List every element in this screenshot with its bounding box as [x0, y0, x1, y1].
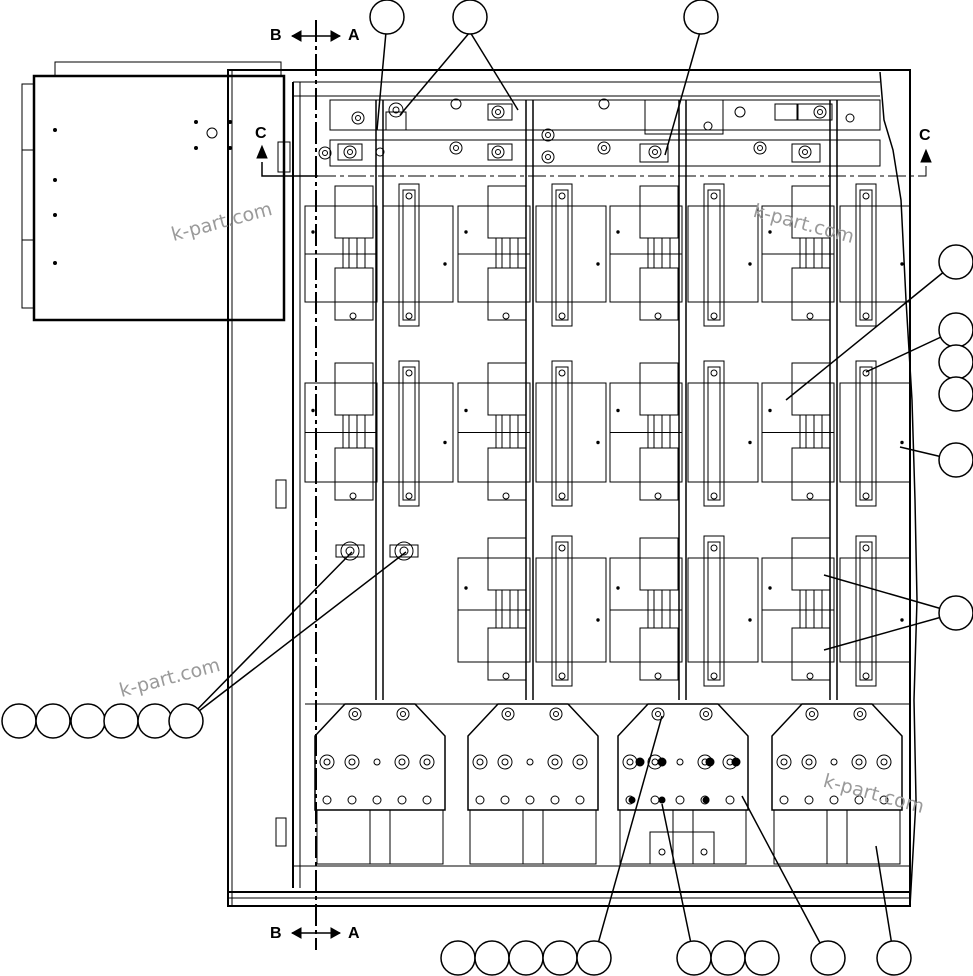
leader-line: [185, 551, 353, 722]
heat-sink-module: [761, 360, 911, 507]
heat-sink-module: [761, 183, 911, 327]
section-label-a-top: A: [348, 27, 360, 44]
side-fittings: [335, 541, 715, 865]
callout-balloon: [474, 940, 510, 976]
leader-line: [593, 715, 663, 959]
callout-balloon: [744, 940, 780, 976]
section-label-c-right: C: [919, 127, 931, 144]
leader-line: [823, 612, 957, 651]
section-label-a-bottom: A: [348, 925, 360, 942]
fuse-bolt: [628, 796, 636, 804]
callout-balloon: [676, 940, 712, 976]
section-label-b-top: B: [270, 27, 282, 44]
thyristor-module-grid: [304, 183, 911, 687]
callout-balloon: [440, 940, 476, 976]
leader-line: [469, 31, 519, 111]
fuse-plate: [314, 703, 446, 865]
callout-balloon: [938, 312, 973, 348]
callout-balloon: [168, 703, 204, 739]
fuse-plate: [467, 703, 599, 865]
leader-line: [741, 795, 829, 959]
callout-balloon: [938, 595, 973, 631]
fuse-plate: [617, 703, 749, 865]
callout-balloon: [452, 0, 488, 35]
heat-sink-module: [609, 360, 759, 507]
leader-line: [399, 31, 471, 116]
heat-sink-module: [609, 183, 759, 327]
leader-line: [823, 574, 957, 614]
heat-sink-module: [457, 360, 607, 507]
section-label-c-left: C: [255, 125, 267, 142]
callout-balloon: [938, 244, 973, 280]
bottom-fuse-plates: [305, 703, 910, 865]
section-line-ab: [290, 20, 342, 950]
callout-balloon: [70, 703, 106, 739]
fuse-bolt: [657, 757, 667, 767]
callout-balloon: [137, 703, 173, 739]
callout-balloon: [876, 940, 912, 976]
section-line-c: [256, 144, 932, 177]
vertical-busbars: [375, 100, 838, 700]
heat-sink-module: [304, 360, 454, 507]
section-label-b-bottom: B: [270, 925, 282, 942]
top-busbar: [318, 98, 881, 167]
heat-sink-module: [457, 535, 607, 687]
callout-balloon: [35, 703, 71, 739]
heat-sink-module: [457, 183, 607, 327]
leader-line: [376, 31, 387, 131]
callout-balloon: [938, 344, 973, 380]
callout-balloon: [710, 940, 746, 976]
callout-balloon: [1, 703, 37, 739]
leader-line: [185, 551, 407, 722]
heat-sink-module: [304, 183, 454, 327]
callout-balloon: [369, 0, 405, 35]
callout-balloon: [938, 376, 973, 412]
callout-balloon: [810, 940, 846, 976]
callout-balloon: [938, 442, 973, 478]
control-box: [21, 61, 291, 892]
fuse-bolt: [658, 796, 666, 804]
heat-sink-module: [761, 535, 911, 687]
heat-sink-module: [609, 535, 759, 687]
callout-balloon: [683, 0, 719, 35]
callout-balloon: [508, 940, 544, 976]
leader-line: [661, 803, 695, 959]
callout-balloon: [103, 703, 139, 739]
leader-line: [785, 261, 957, 401]
fuse-bolt: [705, 757, 715, 767]
fuse-bolt: [635, 757, 645, 767]
leader-line: [664, 31, 701, 156]
callout-balloon: [542, 940, 578, 976]
fuse-bolt: [731, 757, 741, 767]
callout-balloon: [576, 940, 612, 976]
fuse-plate: [771, 703, 903, 865]
leader-line: [875, 845, 895, 959]
fuse-bolt: [702, 796, 710, 804]
cabinet-frame: [227, 69, 918, 907]
